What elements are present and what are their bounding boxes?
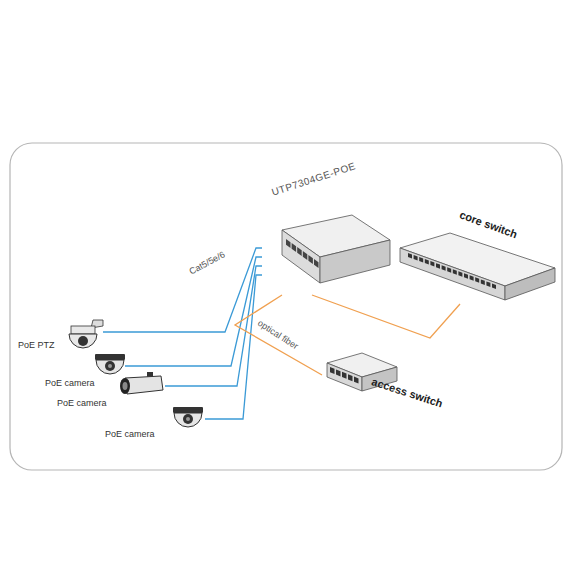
device-label: UTP7304GE-POE [270,160,357,198]
core-switch: core switch [390,208,558,304]
device-label: access switch [370,375,444,410]
edge-label: optical fiber [254,317,301,353]
dome-camera-icon [45,352,125,376]
ethernet-cable [205,275,262,419]
device-label: PoE camera [57,398,107,408]
fiber-cable [235,295,322,375]
device-label: PoE camera [105,429,155,439]
poe-switch-icon [262,185,392,295]
dome-camera: PoE camera [45,352,125,390]
ethernet-cable [103,248,262,332]
device-label: core switch [458,208,519,241]
fiber-cable [312,295,460,338]
device-label: PoE PTZ [18,340,55,350]
cable-label: Cat5/5e/6 [186,248,229,277]
ptz-camera-icon [18,318,103,358]
dome-camera: PoE camera [105,405,205,445]
device-label: PoE camera [45,378,95,388]
access-switch: access switch [322,345,457,410]
poe-switch: UTP7304GE-POE [262,185,392,295]
dome-camera-icon [105,405,205,429]
ptz-camera: PoE PTZ [18,318,103,362]
